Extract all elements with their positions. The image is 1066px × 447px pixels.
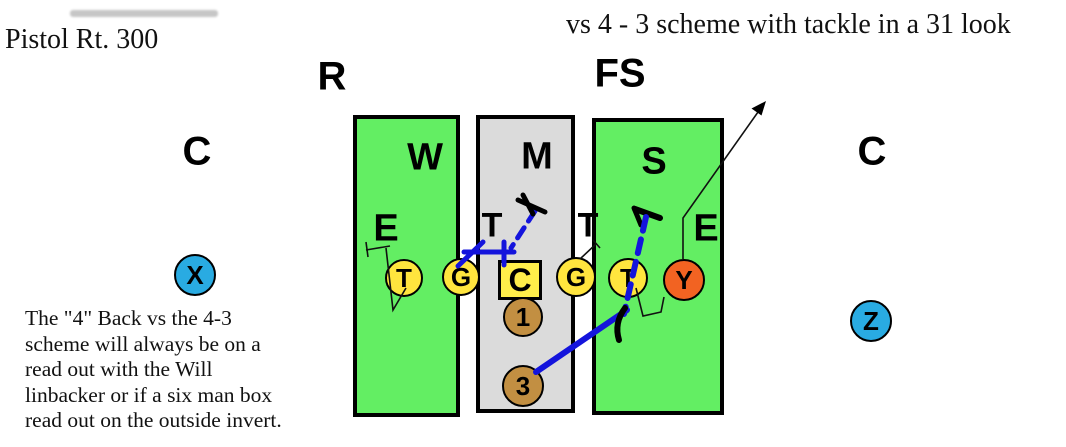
- defense-label-rover: R: [317, 54, 347, 99]
- defense-label-sam: S: [641, 140, 667, 183]
- note-line: scheme will always be on a: [25, 331, 261, 356]
- y-route-arrowhead-icon: [751, 101, 766, 116]
- defense-label-tackle-right: T: [577, 206, 599, 245]
- note-line: read out on the outside invert.: [25, 408, 282, 432]
- note-line: linbacker or if a six man box: [25, 382, 273, 407]
- player-left-guard[interactable]: G: [442, 258, 480, 296]
- player-x-receiver[interactable]: X: [174, 254, 216, 296]
- defense-label-corner-left: C: [182, 129, 212, 174]
- player-y-tight-end[interactable]: Y: [663, 259, 705, 301]
- play-title: Pistol Rt. 300: [5, 24, 159, 55]
- defense-label-will: W: [407, 136, 443, 179]
- cutoff-text-smudge: [70, 10, 218, 17]
- defense-label-end-left: E: [373, 207, 399, 250]
- defense-label-end-right: E: [693, 207, 719, 250]
- note-line: read out with the Will: [25, 357, 213, 381]
- player-right-tackle[interactable]: T: [608, 258, 648, 298]
- coaching-note: The "4" Back vs the 4-3 scheme will alwa…: [25, 306, 315, 434]
- player-back-3[interactable]: 3: [502, 365, 544, 407]
- defense-label-free-safety: FS: [594, 51, 646, 96]
- player-center[interactable]: C: [498, 260, 542, 300]
- defense-label-tackle-left: T: [481, 206, 503, 245]
- defense-label-mike: M: [521, 135, 553, 178]
- scheme-subtitle: vs 4 - 3 scheme with tackle in a 31 look: [566, 9, 1011, 40]
- defense-label-corner-right: C: [857, 129, 887, 174]
- player-right-guard[interactable]: G: [556, 257, 596, 297]
- note-line: The "4" Back vs the 4-3: [25, 306, 232, 330]
- player-back-1[interactable]: 1: [503, 297, 543, 337]
- player-z-receiver[interactable]: Z: [850, 300, 892, 342]
- player-left-tackle[interactable]: T: [385, 259, 423, 297]
